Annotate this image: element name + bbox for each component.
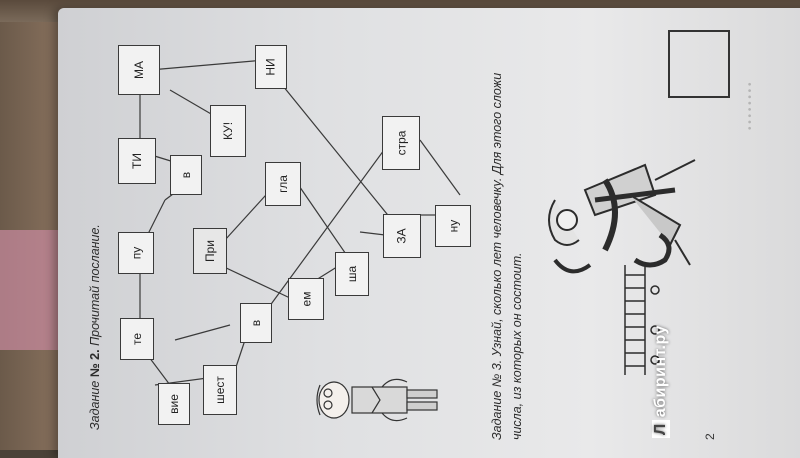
- syllable-box-vie: вие: [158, 383, 190, 425]
- task2-number: № 2.: [88, 349, 102, 378]
- watermark-badge: Л: [652, 420, 670, 438]
- syllable-box-ma: МА: [118, 45, 160, 95]
- syllable-box-shest: шест: [203, 365, 237, 415]
- syllable-box-nu: ну: [435, 205, 471, 247]
- syllable-box-v2: в: [170, 155, 202, 195]
- task3-line1: Задание № 3. Узнай, сколько лет человечк…: [490, 72, 504, 440]
- boy-illustration: [316, 378, 438, 422]
- syllable-box-ti: ТИ: [118, 138, 156, 184]
- number-man-illustration: [548, 159, 696, 274]
- task2-text: Прочитай послание.: [88, 224, 102, 346]
- watermark-text: абиринт.ру: [652, 325, 669, 418]
- syllable-box-ni: НИ: [255, 45, 287, 89]
- fence-illustration: [624, 265, 660, 375]
- task2-title: Задание № 2. Прочитай послание.: [88, 224, 102, 430]
- page-number: 2: [703, 433, 717, 440]
- syllable-box-v1: в: [240, 303, 272, 343]
- syllable-box-em: ем: [288, 278, 324, 320]
- syllable-box-gla: гла: [265, 162, 301, 206]
- syllable-box-te: те: [120, 318, 154, 360]
- syllable-box-ku: КУ!: [210, 105, 246, 157]
- syllable-box-za: ЗА: [383, 214, 421, 258]
- task2-prefix: Задание: [88, 380, 102, 430]
- answer-box: [668, 30, 730, 98]
- syllable-box-stra: стра: [382, 116, 420, 170]
- syllable-box-pu: пу: [118, 232, 154, 274]
- task3-line2: числа, из которых он состоит.: [510, 252, 524, 440]
- syllable-box-pri: При: [193, 228, 227, 274]
- syllable-box-sha: ша: [335, 252, 369, 296]
- watermark: Лабиринт.ру: [652, 325, 670, 438]
